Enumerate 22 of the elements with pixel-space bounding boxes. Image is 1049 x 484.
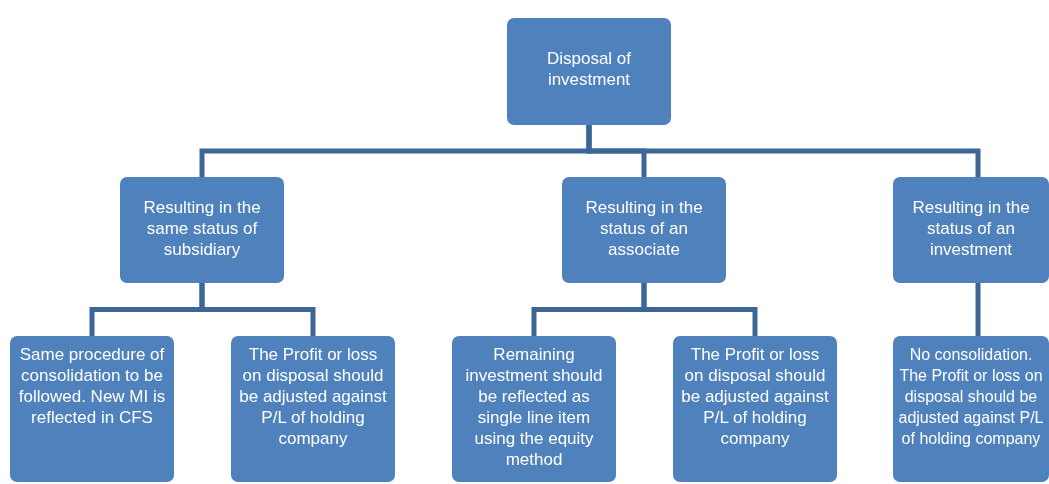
- node-text: Remaining investment should be reflected as single line item using the equity method: [464, 344, 604, 470]
- process-box: [893, 177, 1049, 283]
- node-text: No consolidation. The Profit or loss on disposal should be adjusted against P/L of holding company: [897, 345, 1045, 449]
- process-box: [452, 336, 616, 482]
- connector-line: [641, 283, 758, 336]
- process-box: [231, 336, 395, 482]
- node-text: Resulting in the status of an investment: [911, 197, 1031, 260]
- connector-line: [199, 283, 316, 336]
- connector-line: [975, 283, 981, 336]
- node-text: Same procedure of consolidation to be followed. New MI is reflected in CFS: [17, 344, 167, 428]
- node-text: Resulting in the same status of subsidiary: [142, 197, 262, 260]
- process-box: [562, 177, 726, 283]
- process-box: [10, 336, 174, 482]
- process-box: [893, 336, 1049, 482]
- process-box: [120, 177, 284, 283]
- process-box: [673, 336, 837, 482]
- connector-line: [586, 125, 981, 177]
- node-text: Resulting in the status of an associate: [584, 197, 704, 260]
- node-text: Disposal of investment: [545, 48, 633, 90]
- node-text: The Profit or loss on disposal should be adjusted against P/L of holding company: [238, 344, 388, 449]
- process-box: [507, 18, 671, 125]
- node-text: The Profit or loss on disposal should be adjusted against P/L of holding company: [680, 344, 830, 449]
